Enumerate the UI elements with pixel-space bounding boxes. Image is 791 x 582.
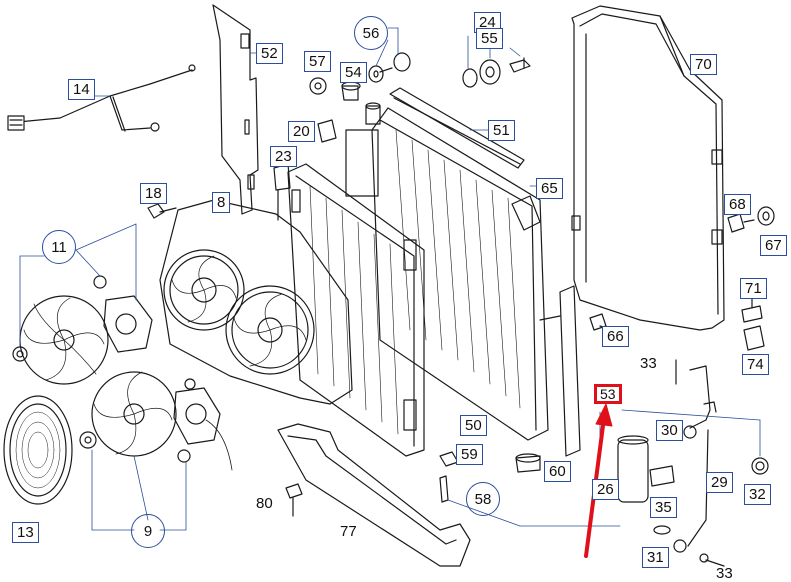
seal-strip-drawing — [389, 87, 525, 169]
part-label-8: 8 — [212, 192, 231, 213]
part-label-23: 23 — [270, 146, 297, 167]
part-label-66: 66 — [602, 326, 629, 347]
part-label-32: 32 — [744, 484, 771, 505]
part-label-31: 31 — [642, 547, 669, 568]
part-label-70: 70 — [690, 54, 717, 75]
part-label-71: 71 — [740, 278, 767, 299]
part-label-60: 60 — [544, 461, 571, 482]
part-label-9: 9 — [131, 514, 165, 548]
lower-cover-drawing — [277, 423, 471, 567]
part-label-65: 65 — [536, 178, 563, 199]
right-fasteners-drawing — [727, 206, 775, 351]
part-label-50: 50 — [460, 415, 487, 436]
part-label-35: 35 — [650, 497, 677, 518]
part-label-51: 51 — [488, 120, 515, 141]
part-label-54: 54 — [340, 62, 367, 83]
shroud-panel-drawing — [212, 4, 263, 215]
fan-9-drawing — [79, 371, 233, 531]
wiring-harness-drawing — [7, 64, 196, 132]
fan-shroud-drawing — [571, 5, 725, 331]
part-label-57: 57 — [304, 51, 331, 72]
part-label-56: 56 — [354, 16, 388, 50]
part-label-11: 11 — [42, 230, 76, 264]
part-label-20: 20 — [288, 121, 315, 142]
part-label-52: 52 — [256, 43, 283, 64]
part-label-55: 55 — [476, 28, 503, 49]
bolt-18-drawing — [147, 203, 177, 219]
part-label-18: 18 — [140, 183, 167, 204]
part-label-77: 77 — [340, 523, 357, 540]
part-label-58: 58 — [466, 482, 500, 516]
part-label-30: 30 — [656, 420, 683, 441]
part-label-67: 67 — [760, 235, 787, 256]
condenser-drawing — [287, 163, 425, 457]
fan-guard-13-drawing — [3, 395, 73, 505]
part-label-59: 59 — [456, 444, 483, 465]
receiver-drier-drawing — [519, 359, 769, 567]
part-label-68: 68 — [724, 194, 751, 215]
part-label-29: 29 — [706, 472, 733, 493]
part-label-33-top: 33 — [640, 355, 657, 372]
part-label-74: 74 — [742, 354, 769, 375]
part-label-33-bottom: 33 — [716, 565, 733, 582]
part-label-14: 14 — [68, 79, 95, 100]
dual-fan-assembly-drawing — [159, 199, 353, 405]
part-label-26: 26 — [592, 479, 619, 500]
radiator-drawing — [345, 102, 549, 441]
fan-11-drawing — [12, 223, 153, 385]
bushings-drawing — [462, 35, 531, 88]
part-label-80: 80 — [256, 495, 273, 512]
bracket-66-drawing — [539, 285, 621, 457]
bolt-80-drawing — [285, 483, 303, 517]
part-label-53-highlighted: 53 — [594, 384, 622, 404]
part-label-13: 13 — [12, 522, 39, 543]
